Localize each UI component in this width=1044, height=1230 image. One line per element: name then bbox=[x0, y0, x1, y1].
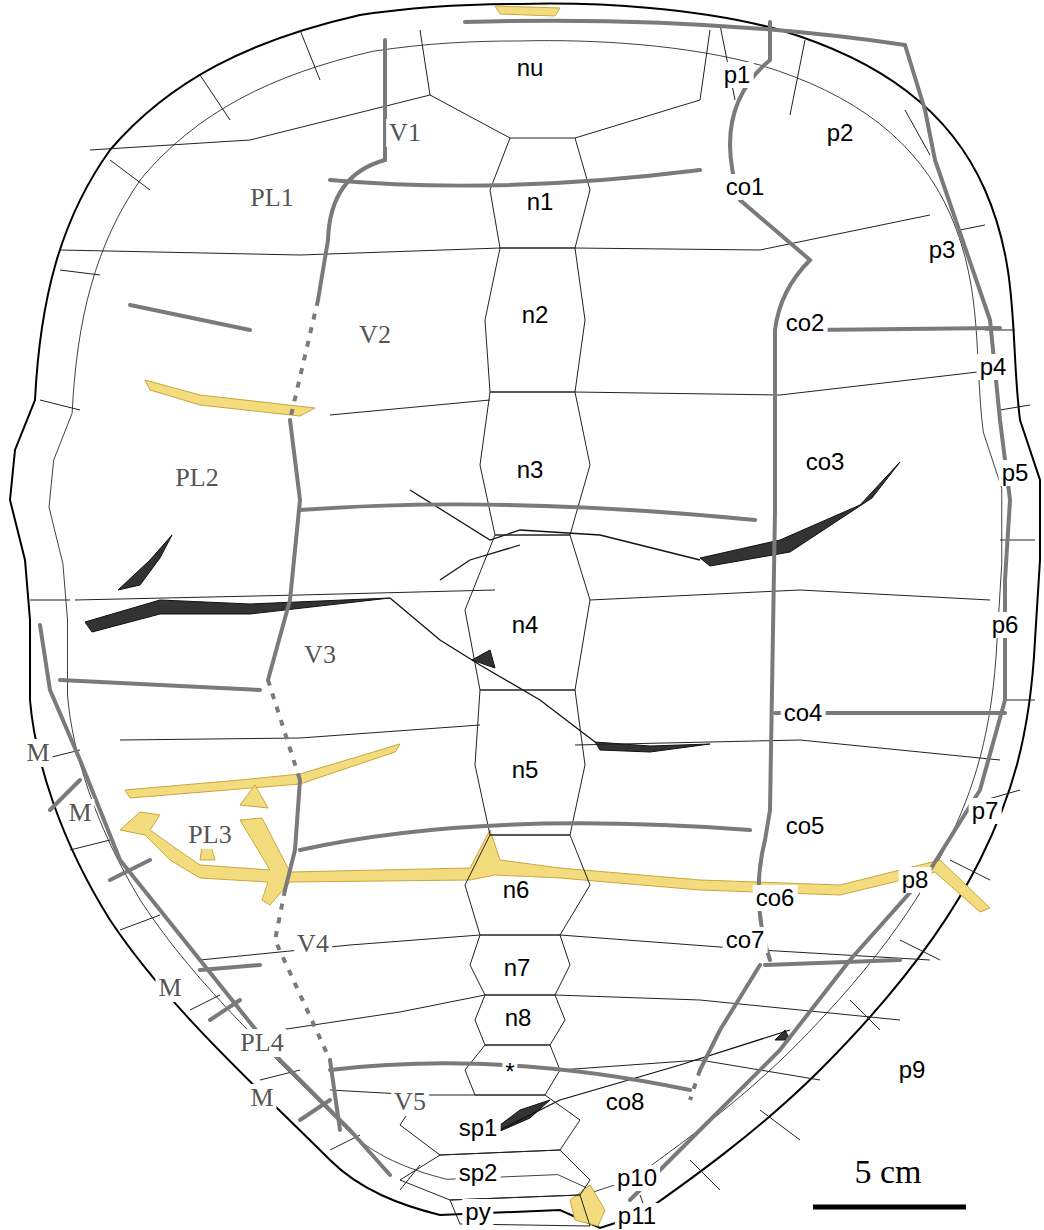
bone-label: p2 bbox=[824, 120, 857, 146]
scute-label: M bbox=[155, 974, 184, 1002]
bone-label: n6 bbox=[500, 877, 533, 903]
bone-label: co1 bbox=[723, 174, 768, 200]
scute-label: V5 bbox=[391, 1088, 429, 1116]
bone-label: co8 bbox=[603, 1089, 648, 1115]
bone-label: sp1 bbox=[456, 1115, 501, 1141]
scute-label: PL1 bbox=[247, 184, 296, 212]
bone-label: p11 bbox=[615, 1203, 659, 1229]
bone-label: p3 bbox=[926, 237, 959, 263]
scute-label: PL3 bbox=[185, 821, 234, 849]
scute-label: M bbox=[247, 1084, 276, 1112]
bone-label: n3 bbox=[514, 457, 547, 483]
bone-label: co6 bbox=[753, 885, 798, 911]
scute-label: V3 bbox=[301, 641, 339, 669]
bone-label: n5 bbox=[509, 757, 542, 783]
scale-label: 5 cm bbox=[851, 1154, 924, 1190]
bone-label: co3 bbox=[803, 449, 848, 475]
scute-label: M bbox=[65, 799, 94, 827]
bone-label: co7 bbox=[723, 927, 768, 953]
bone-label: n7 bbox=[501, 955, 534, 981]
scute-label: V1 bbox=[386, 119, 424, 147]
bone-label: co5 bbox=[783, 813, 828, 839]
bone-label: * bbox=[502, 1059, 517, 1085]
bone-label: co4 bbox=[781, 700, 826, 726]
bone-label: co2 bbox=[783, 310, 828, 336]
bone-label: p10 bbox=[614, 1165, 660, 1191]
bone-label: p7 bbox=[969, 798, 1002, 824]
scute-label: PL2 bbox=[172, 464, 221, 492]
scale-bar bbox=[813, 1205, 966, 1210]
scute-label: V2 bbox=[356, 321, 394, 349]
scute-label: V4 bbox=[294, 930, 332, 958]
bone-label: p4 bbox=[977, 354, 1010, 380]
bone-label: sp2 bbox=[456, 1160, 501, 1186]
scute-label: M bbox=[23, 739, 52, 767]
bone-label: p1 bbox=[721, 62, 754, 88]
bone-label: p5 bbox=[999, 460, 1032, 486]
bone-label: n2 bbox=[519, 302, 552, 328]
bone-label: p8 bbox=[899, 867, 932, 893]
bone-label: n8 bbox=[502, 1005, 535, 1031]
bone-label: nu bbox=[514, 55, 547, 81]
bone-label: n4 bbox=[509, 612, 542, 638]
bone-label: n1 bbox=[524, 189, 557, 215]
scute-label: PL4 bbox=[237, 1029, 286, 1057]
bone-label: p9 bbox=[896, 1057, 929, 1083]
bone-label: p6 bbox=[989, 612, 1022, 638]
bone-label: py bbox=[462, 1199, 493, 1225]
